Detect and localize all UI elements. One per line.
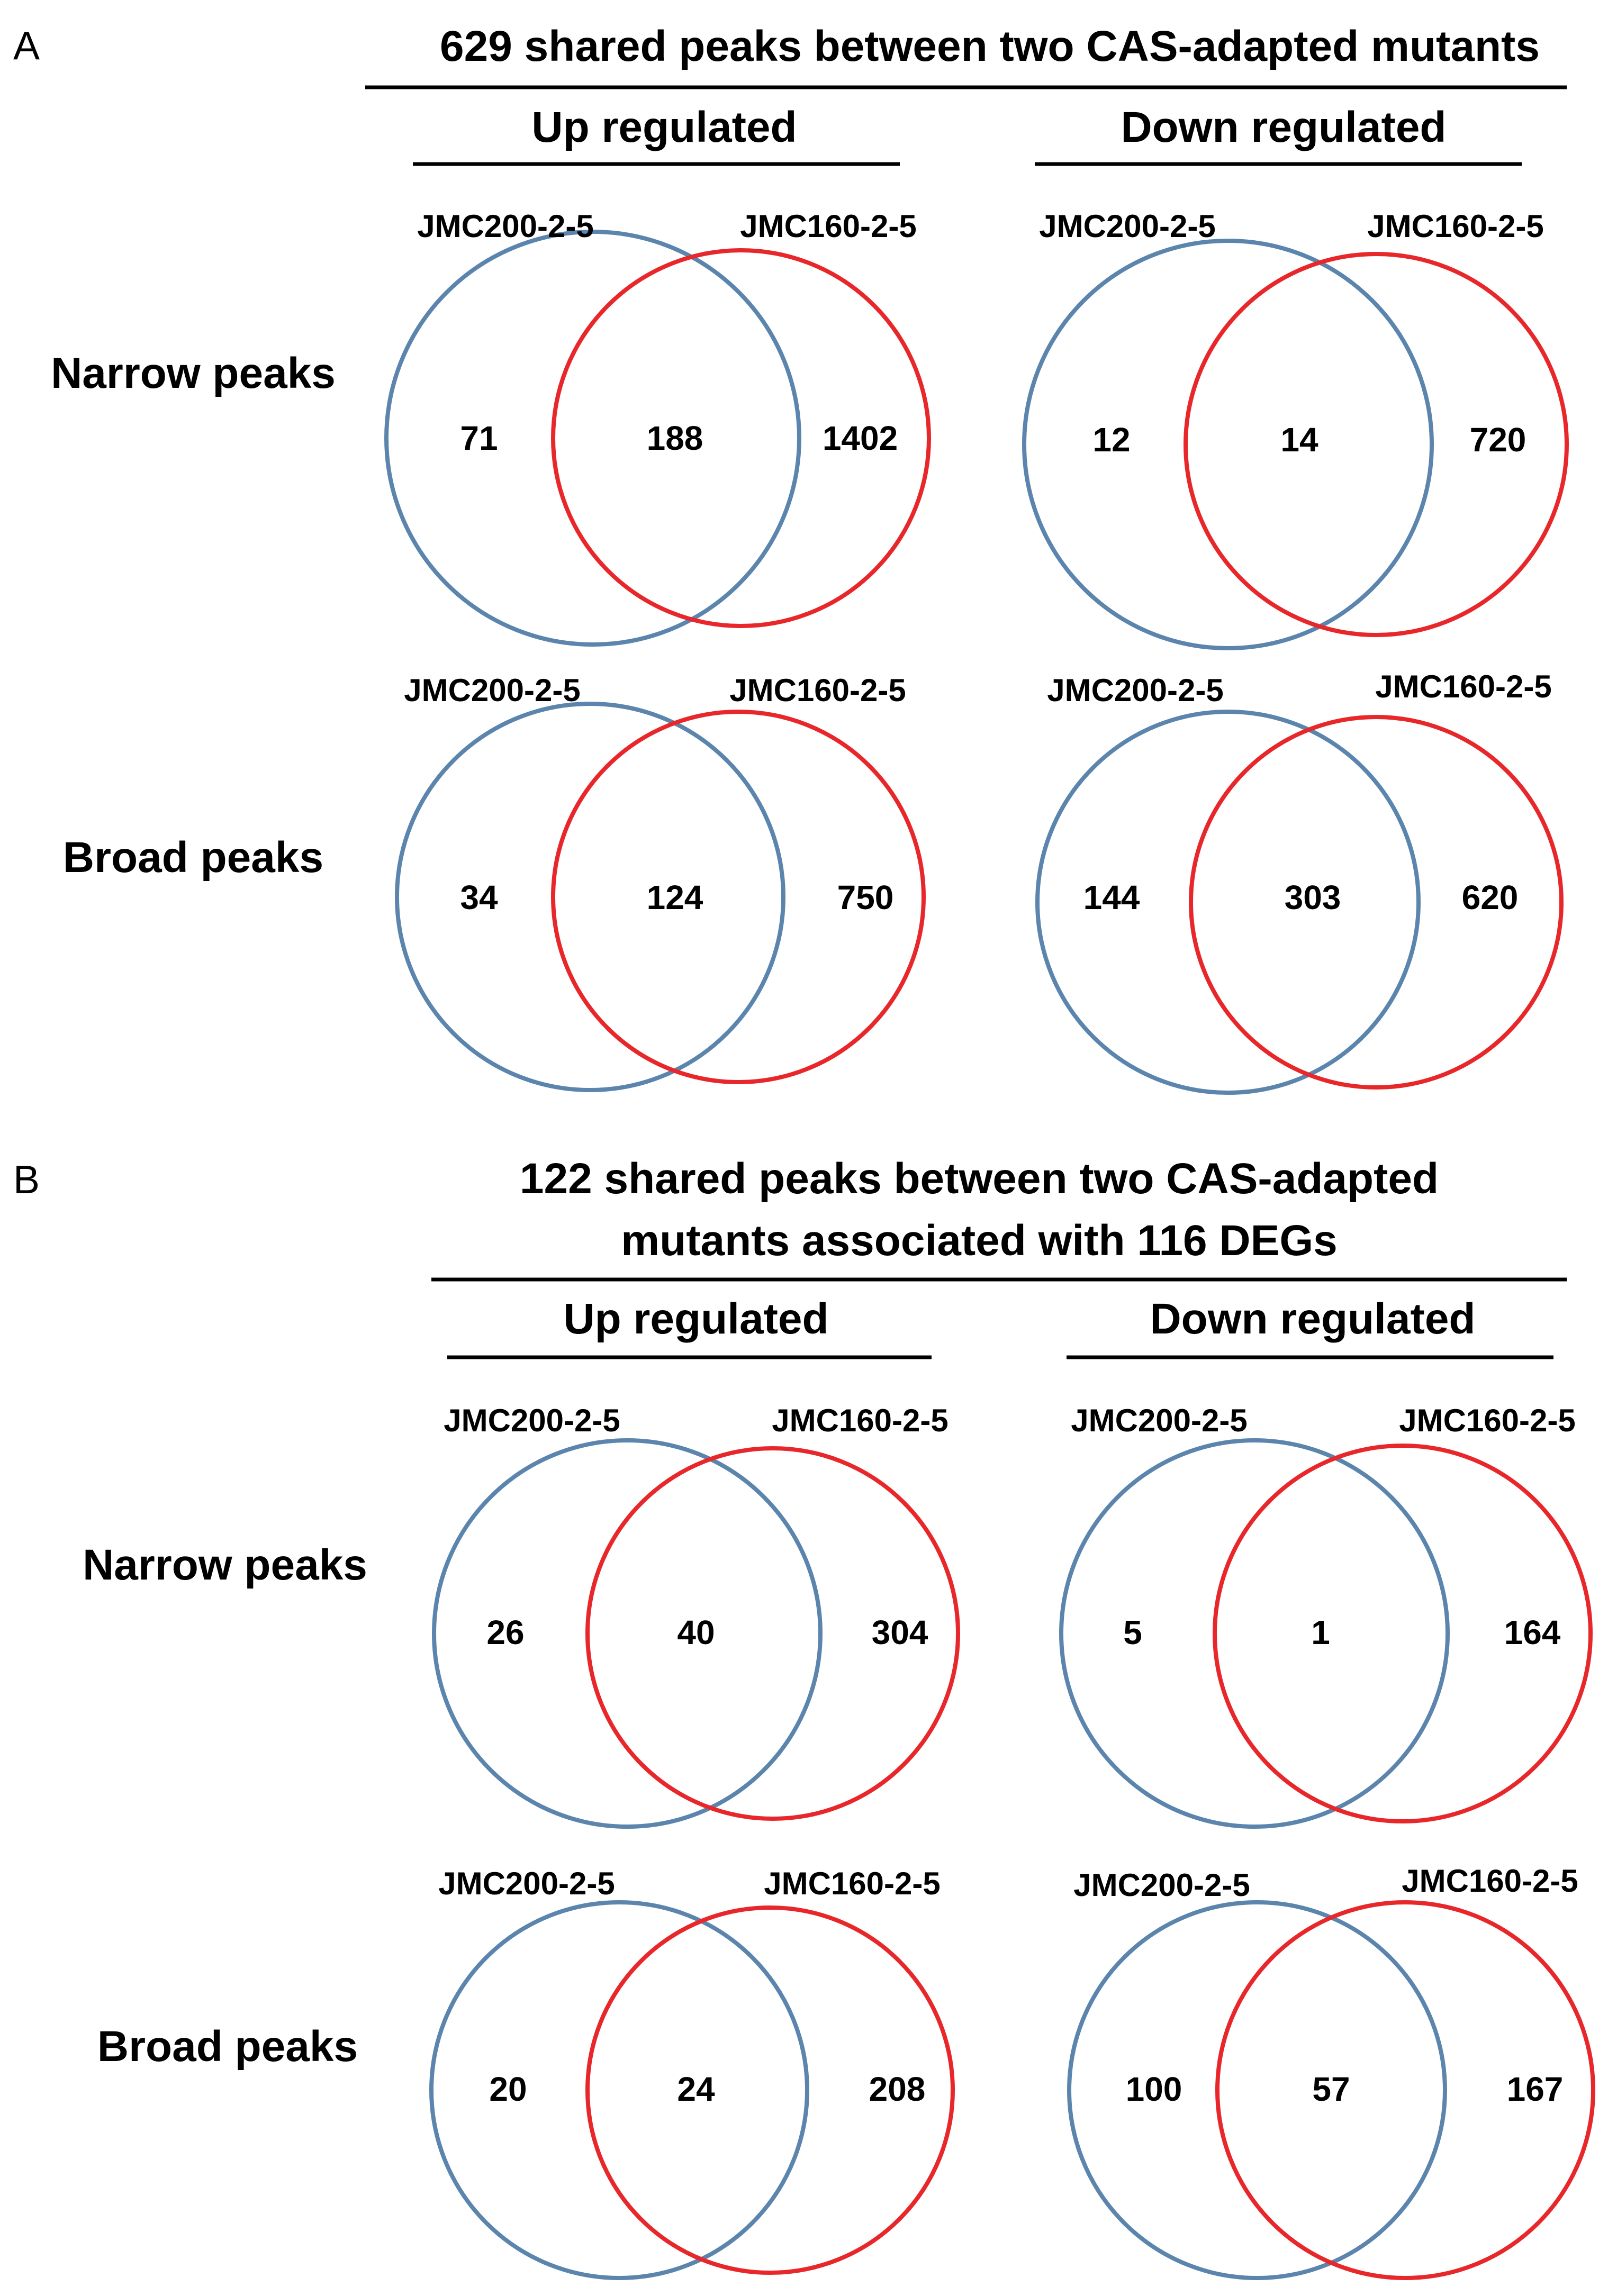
count-only-jmc160: 304	[872, 1613, 928, 1651]
venn-b-down-broad: JMC200-2-5 JMC160-2-5 100 57 167	[1067, 1863, 1595, 2280]
venn-a-down-broad: JMC200-2-5 JMC160-2-5 144 303 620	[1035, 669, 1564, 1095]
count-only-jmc200: 12	[1092, 421, 1130, 459]
set-label-jmc200: JMC200-2-5	[1073, 1867, 1250, 1903]
set-label-jmc160: JMC160-2-5	[772, 1403, 948, 1438]
set-label-jmc200: JMC200-2-5	[417, 208, 594, 244]
venn-circle-jmc200	[1059, 1438, 1450, 1829]
count-only-jmc200: 34	[460, 878, 498, 916]
venn-b-down-narrow: JMC200-2-5 JMC160-2-5 5 1 164	[1059, 1403, 1593, 1829]
set-label-jmc160: JMC160-2-5	[1367, 208, 1544, 244]
set-label-jmc160: JMC160-2-5	[764, 1866, 941, 1901]
count-only-jmc160: 208	[869, 2070, 926, 2108]
panel-b-letter: B	[13, 1157, 40, 1202]
panel-a-row-label-broad: Broad peaks	[63, 833, 323, 882]
count-overlap: 303	[1285, 878, 1341, 916]
venn-b-up-narrow: JMC200-2-5 JMC160-2-5 26 40 304	[432, 1403, 960, 1829]
set-label-jmc200: JMC200-2-5	[1039, 208, 1216, 244]
venn-circle-jmc200	[1067, 1900, 1447, 2280]
count-only-jmc200: 26	[486, 1613, 524, 1651]
panel-a-letter: A	[13, 23, 40, 68]
count-overlap: 1	[1311, 1613, 1330, 1651]
set-label-jmc200: JMC200-2-5	[1047, 673, 1224, 708]
venn-b-up-broad: JMC200-2-5 JMC160-2-5 20 24 208	[429, 1866, 955, 2280]
panel-a: A 629 shared peaks between two CAS-adapt…	[13, 22, 1569, 1095]
count-overlap: 57	[1312, 2070, 1350, 2108]
set-label-jmc160: JMC160-2-5	[1399, 1403, 1576, 1438]
venn-circle-jmc160	[1184, 252, 1569, 637]
set-label-jmc200: JMC200-2-5	[438, 1866, 615, 1901]
panel-b-title-line-2: mutants associated with 116 DEGs	[621, 1217, 1337, 1265]
venn-circle-jmc200	[1035, 710, 1421, 1095]
set-label-jmc200: JMC200-2-5	[404, 673, 581, 708]
panel-b-row-label-broad: Broad peaks	[97, 2022, 358, 2071]
venn-a-up-broad: JMC200-2-5 JMC160-2-5 34 124 750	[395, 673, 926, 1092]
count-overlap: 14	[1280, 421, 1318, 459]
panel-b-column-header-down: Down regulated	[1150, 1295, 1475, 1343]
venn-circle-jmc200	[395, 702, 785, 1092]
set-label-jmc160: JMC160-2-5	[1375, 669, 1552, 704]
venn-a-up-narrow: JMC200-2-5 JMC160-2-5 71 188 1402	[384, 208, 931, 647]
count-only-jmc160: 750	[837, 878, 894, 916]
count-only-jmc200: 71	[460, 419, 498, 457]
set-label-jmc160: JMC160-2-5	[740, 208, 917, 244]
venn-a-down-narrow: JMC200-2-5 JMC160-2-5 12 14 720	[1022, 208, 1569, 650]
count-overlap: 24	[677, 2070, 715, 2108]
set-label-jmc160: JMC160-2-5	[1402, 1863, 1578, 1899]
set-label-jmc200: JMC200-2-5	[1071, 1403, 1248, 1438]
count-only-jmc200: 20	[489, 2070, 527, 2108]
set-label-jmc200: JMC200-2-5	[444, 1403, 620, 1438]
count-only-jmc160: 620	[1462, 878, 1519, 916]
set-label-jmc160: JMC160-2-5	[729, 673, 906, 708]
panel-a-row-label-narrow: Narrow peaks	[51, 349, 336, 397]
venn-circle-jmc200	[1022, 239, 1434, 650]
venn-circle-jmc160	[585, 1905, 955, 2275]
count-overlap: 124	[647, 878, 703, 916]
venn-circle-jmc160	[1213, 1444, 1593, 1823]
panel-b-row-label-narrow: Narrow peaks	[83, 1541, 367, 1589]
panel-b-title-line-1: 122 shared peaks between two CAS-adapted	[520, 1155, 1439, 1203]
venn-circle-jmc160	[551, 248, 931, 628]
venn-circle-jmc160	[1215, 1900, 1595, 2280]
panel-a-column-header-down: Down regulated	[1121, 103, 1446, 151]
count-only-jmc200: 5	[1123, 1613, 1142, 1651]
count-only-jmc160: 167	[1507, 2070, 1564, 2108]
count-only-jmc200: 144	[1083, 878, 1140, 916]
venn-circle-jmc160	[551, 710, 926, 1084]
count-only-jmc200: 100	[1126, 2070, 1182, 2108]
venn-circle-jmc200	[384, 230, 801, 647]
count-overlap: 188	[647, 419, 703, 457]
count-only-jmc160: 720	[1470, 421, 1526, 459]
panel-b-column-header-up: Up regulated	[563, 1295, 828, 1343]
venn-circle-jmc200	[432, 1438, 823, 1829]
panel-a-column-header-up: Up regulated	[531, 103, 797, 151]
venn-circle-jmc160	[1189, 715, 1564, 1090]
count-only-jmc160: 1402	[823, 419, 898, 457]
venn-circle-jmc200	[429, 1900, 809, 2280]
count-overlap: 40	[677, 1613, 715, 1651]
venn-circle-jmc160	[585, 1446, 960, 1821]
panel-b: B 122 shared peaks between two CAS-adapt…	[13, 1155, 1595, 2280]
count-only-jmc160: 164	[1504, 1613, 1561, 1651]
panel-a-title: 629 shared peaks between two CAS-adapted…	[440, 22, 1540, 70]
